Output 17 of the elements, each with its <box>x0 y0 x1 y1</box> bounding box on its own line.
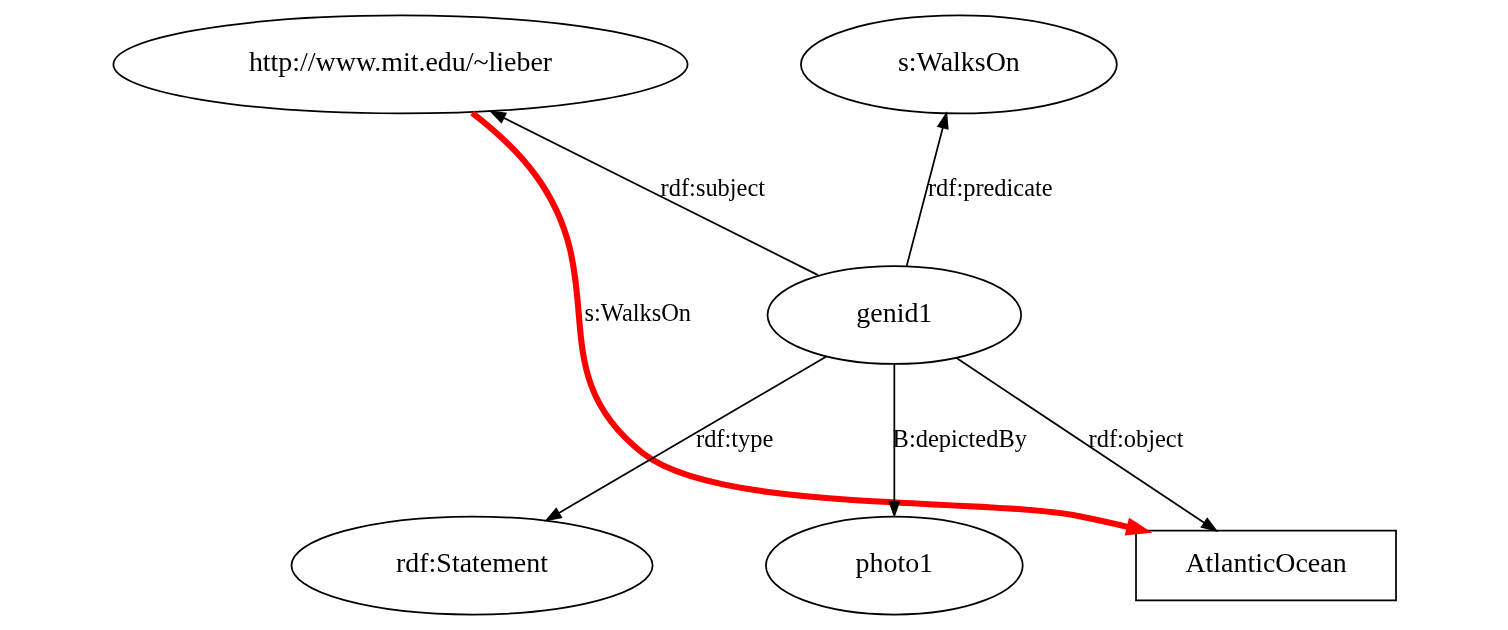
edge-label: rdf:object <box>1088 424 1183 452</box>
arrow <box>887 363 900 519</box>
node-ellipse: genid1 <box>766 265 1022 365</box>
node-ellipse: s:WalksOn <box>799 14 1118 115</box>
edge-label: rdf:predicate <box>927 174 1053 202</box>
node-box: AtlanticOcean <box>1134 529 1397 602</box>
arrow <box>905 111 949 267</box>
edge-label: s:WalksOn <box>584 299 691 327</box>
node-ellipse: rdf:Statement <box>290 515 653 616</box>
arrow <box>543 355 827 522</box>
arrow <box>469 110 1152 536</box>
edge-label: rdf:subject <box>660 174 765 202</box>
arrow <box>488 110 819 276</box>
node-ellipse: photo1 <box>764 515 1024 616</box>
arrow <box>955 357 1218 533</box>
node-ellipse: http://www.mit.edu/~lieber <box>112 14 688 115</box>
edge-label: rdf:type <box>695 424 773 452</box>
